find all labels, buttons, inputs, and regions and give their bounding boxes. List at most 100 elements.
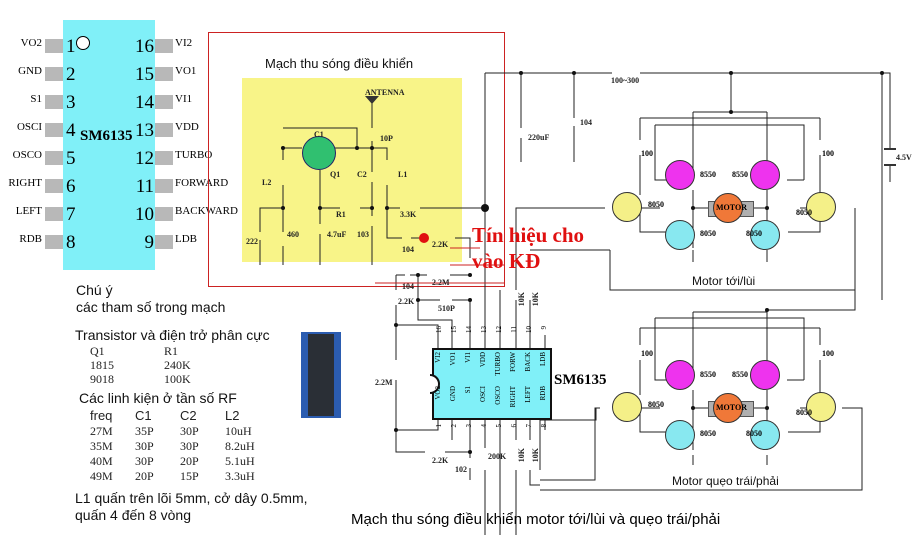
decoder-pin-number: 14 [465, 326, 473, 333]
label-10k-a: 10K [517, 292, 526, 307]
table-cell: 20P [135, 469, 154, 483]
decoder-pin-label: VO1 [449, 352, 457, 366]
decoder-pin-number: 16 [435, 326, 443, 333]
notes-heading-2: các tham số trong mạch [76, 299, 226, 315]
label-2-2k-receiver: 2.2K [432, 240, 449, 249]
label-2-2k-bottom: 2.2K [432, 456, 449, 465]
table-cell: 30P [135, 454, 154, 468]
table-header: C1 [135, 408, 152, 423]
pinout-chip-body [63, 20, 155, 270]
decoder-pin-label: OSCO [494, 386, 502, 405]
table-cell: 240K [164, 358, 191, 372]
npn-low-left-label: 8050 [700, 229, 716, 238]
rf-table-title: Các linh kiện ở tần số RF [79, 390, 237, 406]
npn-low-left-icon [665, 420, 695, 450]
decoder-pin-number: 2 [450, 424, 458, 428]
pnp-transistor-left-icon [665, 360, 695, 390]
table-header: R1 [164, 344, 179, 358]
pinout-pin-stub [45, 151, 63, 165]
pnp-left-label: 8550 [700, 370, 716, 379]
pinout-pin-number: 9 [144, 232, 155, 253]
npn-low-right-label: 8050 [746, 229, 762, 238]
ic-photo [301, 332, 341, 418]
label-2-2m-left: 2.2M [375, 378, 393, 387]
pinout-pin-number: 4 [66, 120, 76, 141]
label-battery: 4.5V [896, 153, 912, 162]
label-510p: 510P [438, 304, 455, 313]
pinout-pin-number: 1 [66, 36, 76, 57]
pinout-pin-stub [155, 151, 173, 165]
label-104-receiver: 104 [402, 245, 414, 254]
pinout-pin-label: LEFT [15, 205, 42, 217]
npn-driver-left-icon [612, 192, 642, 222]
npn-driver-left-icon [612, 392, 642, 422]
pinout-pin-label: RDB [19, 233, 42, 245]
l1-note-line2: quấn 4 đến 8 vòng [75, 507, 191, 523]
resistor-right-label: 100 [822, 149, 834, 158]
antenna-icon [365, 96, 379, 104]
table-cell: 35P [135, 424, 154, 438]
npn-drive-left-label: 8050 [648, 200, 664, 209]
pinout-pin-label: RIGHT [8, 177, 42, 189]
pinout-pin-number: 10 [135, 204, 154, 225]
table-cell: 9018 [90, 372, 114, 386]
label-10k-d: 10K [531, 448, 540, 463]
decoder-pin-label: BACK [524, 352, 532, 372]
decoder-pin-label: TURBO [494, 352, 502, 376]
pnp-transistor-right-icon [750, 160, 780, 190]
receiver-title: Mạch thu sóng điều khiển [265, 56, 414, 71]
table-header: L2 [225, 408, 240, 423]
signal-annotation: Tín hiệu cho vào KĐ [472, 222, 584, 274]
pinout-pin-label: TURBO [175, 149, 213, 161]
npn-low-right-label: 8050 [746, 429, 762, 438]
decoder-pin-number: 8 [540, 424, 548, 428]
decoder-pin-label: VDD [479, 352, 487, 368]
decoder-pin-label: VO2 [434, 386, 442, 400]
npn-low-left-icon [665, 220, 695, 250]
table-cell: 27M [90, 424, 113, 438]
pinout-pin-stub [155, 67, 173, 81]
pinout-pin-label: VI1 [175, 93, 193, 105]
label-antenna: ANTENNA [365, 88, 405, 97]
pinout-pin-stub [155, 123, 173, 137]
decoder-pin-number: 10 [525, 326, 533, 333]
table-cell: 15P [180, 469, 199, 483]
pinout-pin-number: 5 [66, 148, 76, 169]
pinout-pin-stub [45, 67, 63, 81]
npn-driver-right-icon [806, 392, 836, 422]
signal-annotation-line2: vào KĐ [472, 249, 541, 273]
table-cell: 35M [90, 439, 113, 453]
table-cell: 3.3uH [225, 469, 255, 483]
decoder-pin-number: 5 [495, 424, 503, 428]
decoder-pin-label: VI2 [434, 352, 442, 363]
motor-icon [713, 193, 743, 223]
pinout-pin-label: S1 [30, 93, 42, 105]
label-r1: R1 [336, 210, 346, 219]
resistor-left-label: 100 [641, 349, 653, 358]
label-c2: C2 [357, 170, 367, 179]
decoder-pin-label: GND [449, 386, 457, 402]
label-2-2m-top: 2.2M [432, 278, 450, 287]
label-10p: 10P [380, 134, 393, 143]
receiver-background [242, 78, 462, 262]
battery-icon [884, 148, 896, 166]
pnp-transistor-right-icon [750, 360, 780, 390]
label-r-supply: 100~300 [611, 76, 640, 85]
table-cell: 30P [180, 424, 199, 438]
decoder-pin-number: 4 [480, 424, 488, 428]
label-104-decoder: 104 [402, 282, 414, 291]
hbridge-top-caption: Motor tới/lùi [692, 274, 756, 288]
label-103: 103 [357, 230, 369, 239]
npn-driver-right-icon [806, 192, 836, 222]
table-header: freq [90, 408, 113, 423]
transistor-table-title: Transistor và điện trở phân cực [75, 327, 270, 343]
pinout-pin-stub [45, 207, 63, 221]
decoder-pin-number: 3 [465, 424, 473, 428]
pinout-pin-stub [155, 179, 173, 193]
motor-label: MOTOR [716, 403, 747, 412]
notes-heading-1: Chú ý [76, 282, 113, 298]
decoder-pin-number: 12 [495, 326, 503, 333]
main-caption: Mạch thu sóng điều khiển motor tới/lùi v… [351, 511, 721, 528]
table-cell: 20P [180, 454, 199, 468]
pinout-pin-number: 6 [66, 176, 76, 197]
